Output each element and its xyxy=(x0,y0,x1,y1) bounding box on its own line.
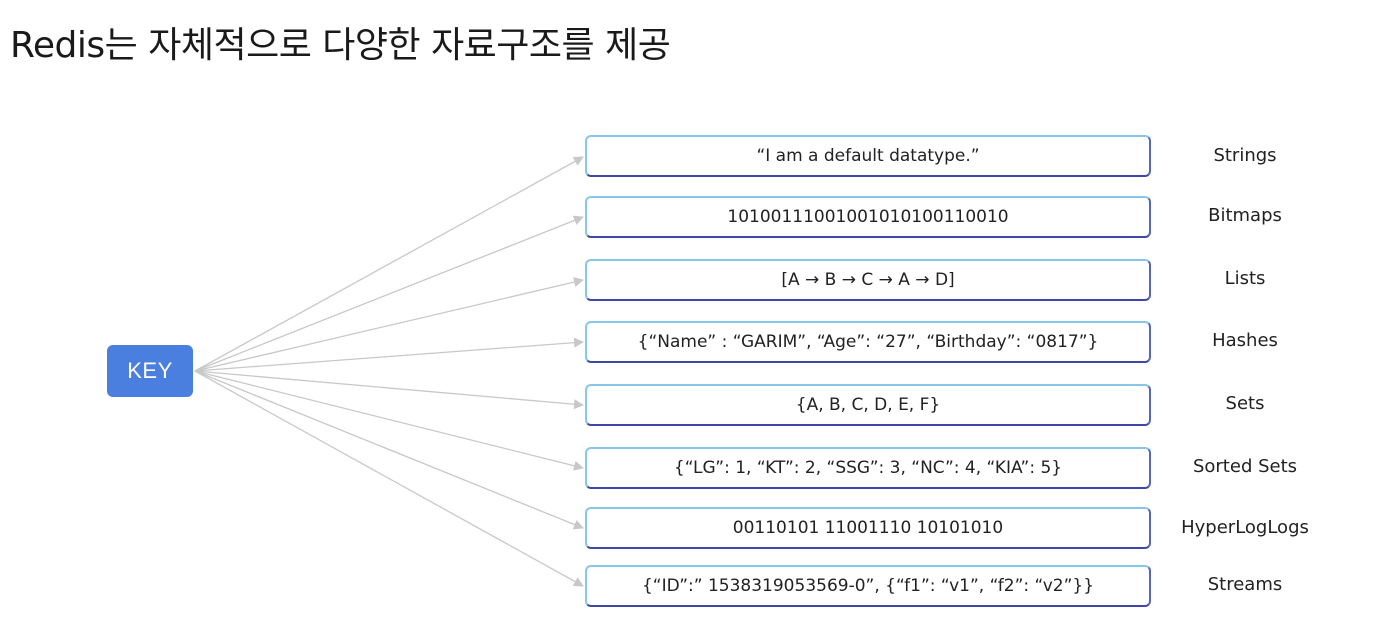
value-box-hyperloglogs: 00110101 11001110 10101010 xyxy=(585,507,1151,549)
type-label-streams: Streams xyxy=(1207,574,1283,595)
key-node: KEY xyxy=(107,345,193,397)
value-box-sets: {A, B, C, D, E, F} xyxy=(585,384,1151,426)
arrow-1 xyxy=(194,156,584,372)
arrow-8 xyxy=(194,370,584,587)
value-box-strings: “I am a default datatype.” xyxy=(585,135,1151,177)
arrow-5 xyxy=(194,370,584,410)
type-label-bitmaps: Bitmaps xyxy=(1208,205,1282,226)
arrow-6 xyxy=(194,370,584,471)
arrow-2 xyxy=(194,215,584,372)
type-label-hashes: Hashes xyxy=(1212,330,1278,351)
value-box-hashes: {“Name” : “GARIM”, “Age”: “27”, “Birthda… xyxy=(585,321,1151,363)
arrow-4 xyxy=(194,337,584,372)
type-label-sorted-sets: Sorted Sets xyxy=(1192,456,1298,477)
value-box-lists: [A → B → C → A → D] xyxy=(585,259,1151,301)
value-box-sorted-sets: {“LG”: 1, “KT”: 2, “SSG”: 3, “NC”: 4, “K… xyxy=(585,447,1151,489)
type-label-sets: Sets xyxy=(1225,393,1265,414)
page-title: Redis는 자체적으로 다양한 자료구조를 제공 xyxy=(10,25,671,66)
value-box-streams: {“ID”:” 1538319053569-0”, {“f1”: “v1”, “… xyxy=(585,565,1151,607)
type-label-strings: Strings xyxy=(1213,145,1277,166)
arrow-3 xyxy=(194,277,584,372)
value-box-bitmaps: 10100111001001010100110010 xyxy=(585,196,1151,238)
type-label-hyperloglogs: HyperLogLogs xyxy=(1181,517,1309,538)
arrow-7 xyxy=(194,370,584,530)
type-label-lists: Lists xyxy=(1224,268,1266,289)
